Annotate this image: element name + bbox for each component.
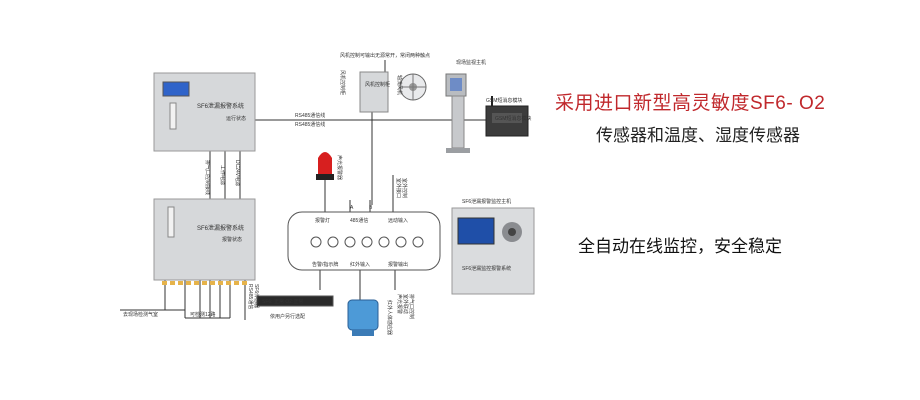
terminal-top-right-label: 远动输入 [388,217,408,224]
rs485-sub-label: RS485通信线 [295,121,325,128]
sensor-left-label-2: 工作电源 [219,165,226,185]
alarm-light-label: 声光报警器 [336,155,343,180]
host-sub-label: SF6泄漏监控报警系统 [462,265,511,272]
terminal-bottom-1-label: 告警/指示牌 [312,261,338,268]
terminal-strip: 报警灯 485通信 远动输入 A B 告警/指示牌 红外输入 报警输出 [287,205,441,271]
main-panel-top-name: SF6泄漏报警系统 [197,102,244,110]
gsm-box-label: GSM短消息模块 [495,115,531,122]
detect-12-label: 可检测12路 [190,311,216,318]
connection-lines [120,60,486,320]
human-sensor-label: 红外人体感应器 [386,300,393,335]
rs485-label: RS485通信线 [295,112,325,119]
gsm-module: GSM短消息模块 GSM短消息模块 [485,96,531,137]
main-panel-top-sub: 运行状态 [226,115,246,122]
terminal-a-label: A [350,205,354,211]
axial-fan: 轴流风机 [396,73,427,101]
lcd-screen [162,81,190,97]
flowmeter [167,206,175,238]
led-display-text: SF6: 正常 O2:正常 [262,298,303,305]
host-monitor: SF6泄漏监控报警系统 SF6泄漏报警监控主机 [451,198,535,295]
relay-in-label: 室外接口 [395,178,402,198]
fan-control-cabinet: 风机控制柜 风机控制柜 风机控制可输出无源常开，常闭两种触点 [339,52,430,113]
relay-out-label-1: 声光报警 [396,294,403,314]
led-note: 依用户另行选配 [270,313,305,320]
fan-control-note: 风机控制可输出无源常开，常闭两种触点 [340,52,430,59]
subheadline: 传感器和温度、湿度传感器 [596,126,800,145]
terminal-bottom-3-label: 报警输出 [388,261,408,268]
gsm-label: GSM短消息模块 [486,97,522,104]
sensor-left-label-1: 排气口控制接线 [204,160,211,195]
gas-to-meter-label: 去现场检测气室 [123,311,158,318]
main-panel-top: SF6泄漏报警系统 运行状态 [153,72,256,152]
terminal-sockets [310,236,424,248]
axial-fan-label: 轴流风机 [396,75,403,95]
led-display: SF6: 正常 O2:正常 依用户另行选配 [256,295,334,320]
terminal-top-485-label: 485通信 [350,217,368,224]
sensor-vert-2: SF6传感器 [253,284,260,308]
infrared-sensor: 红外人体感应器 [347,299,393,336]
main-panel-bottom-name: SF6泄漏报警系统 [197,224,244,232]
terminal-bottom-2-label: 红外输入 [350,261,370,268]
terminal-b-label: B [369,205,373,211]
sensor-vert-1: RS485通信 [247,284,254,309]
main-panel-bottom-sub: 报警状态 [222,236,242,243]
sensor-terminals [162,281,247,285]
relay-out-label-3: 排气口控制 [408,294,415,319]
headline: 采用进口新型高灵敏度SF6- O2 [555,93,826,114]
relay-out-label-2: 室外联动 [402,294,409,314]
main-panel-bottom: SF6泄漏报警系统 报警状态 [153,198,256,281]
host-title-label: SF6泄漏报警监控主机 [462,198,511,205]
alarm-light: 声光报警器 [316,152,343,180]
fan-cabinet-label: 风机控制柜 [365,81,390,88]
relay-in-label-2: 室外控制 [401,178,408,198]
fan-cabinet-side-label: 风机控制柜 [339,70,346,95]
sensor-left-label-3: DC24V电源 [234,160,241,186]
kiosk-label: 现场监视主机 [456,59,486,66]
kiosk-terminal: 现场监视主机 [445,59,486,153]
flowmeter [169,102,177,130]
tagline: 全自动在线监控，安全稳定 [578,237,782,256]
terminal-top-left-label: 报警灯 [315,217,330,224]
